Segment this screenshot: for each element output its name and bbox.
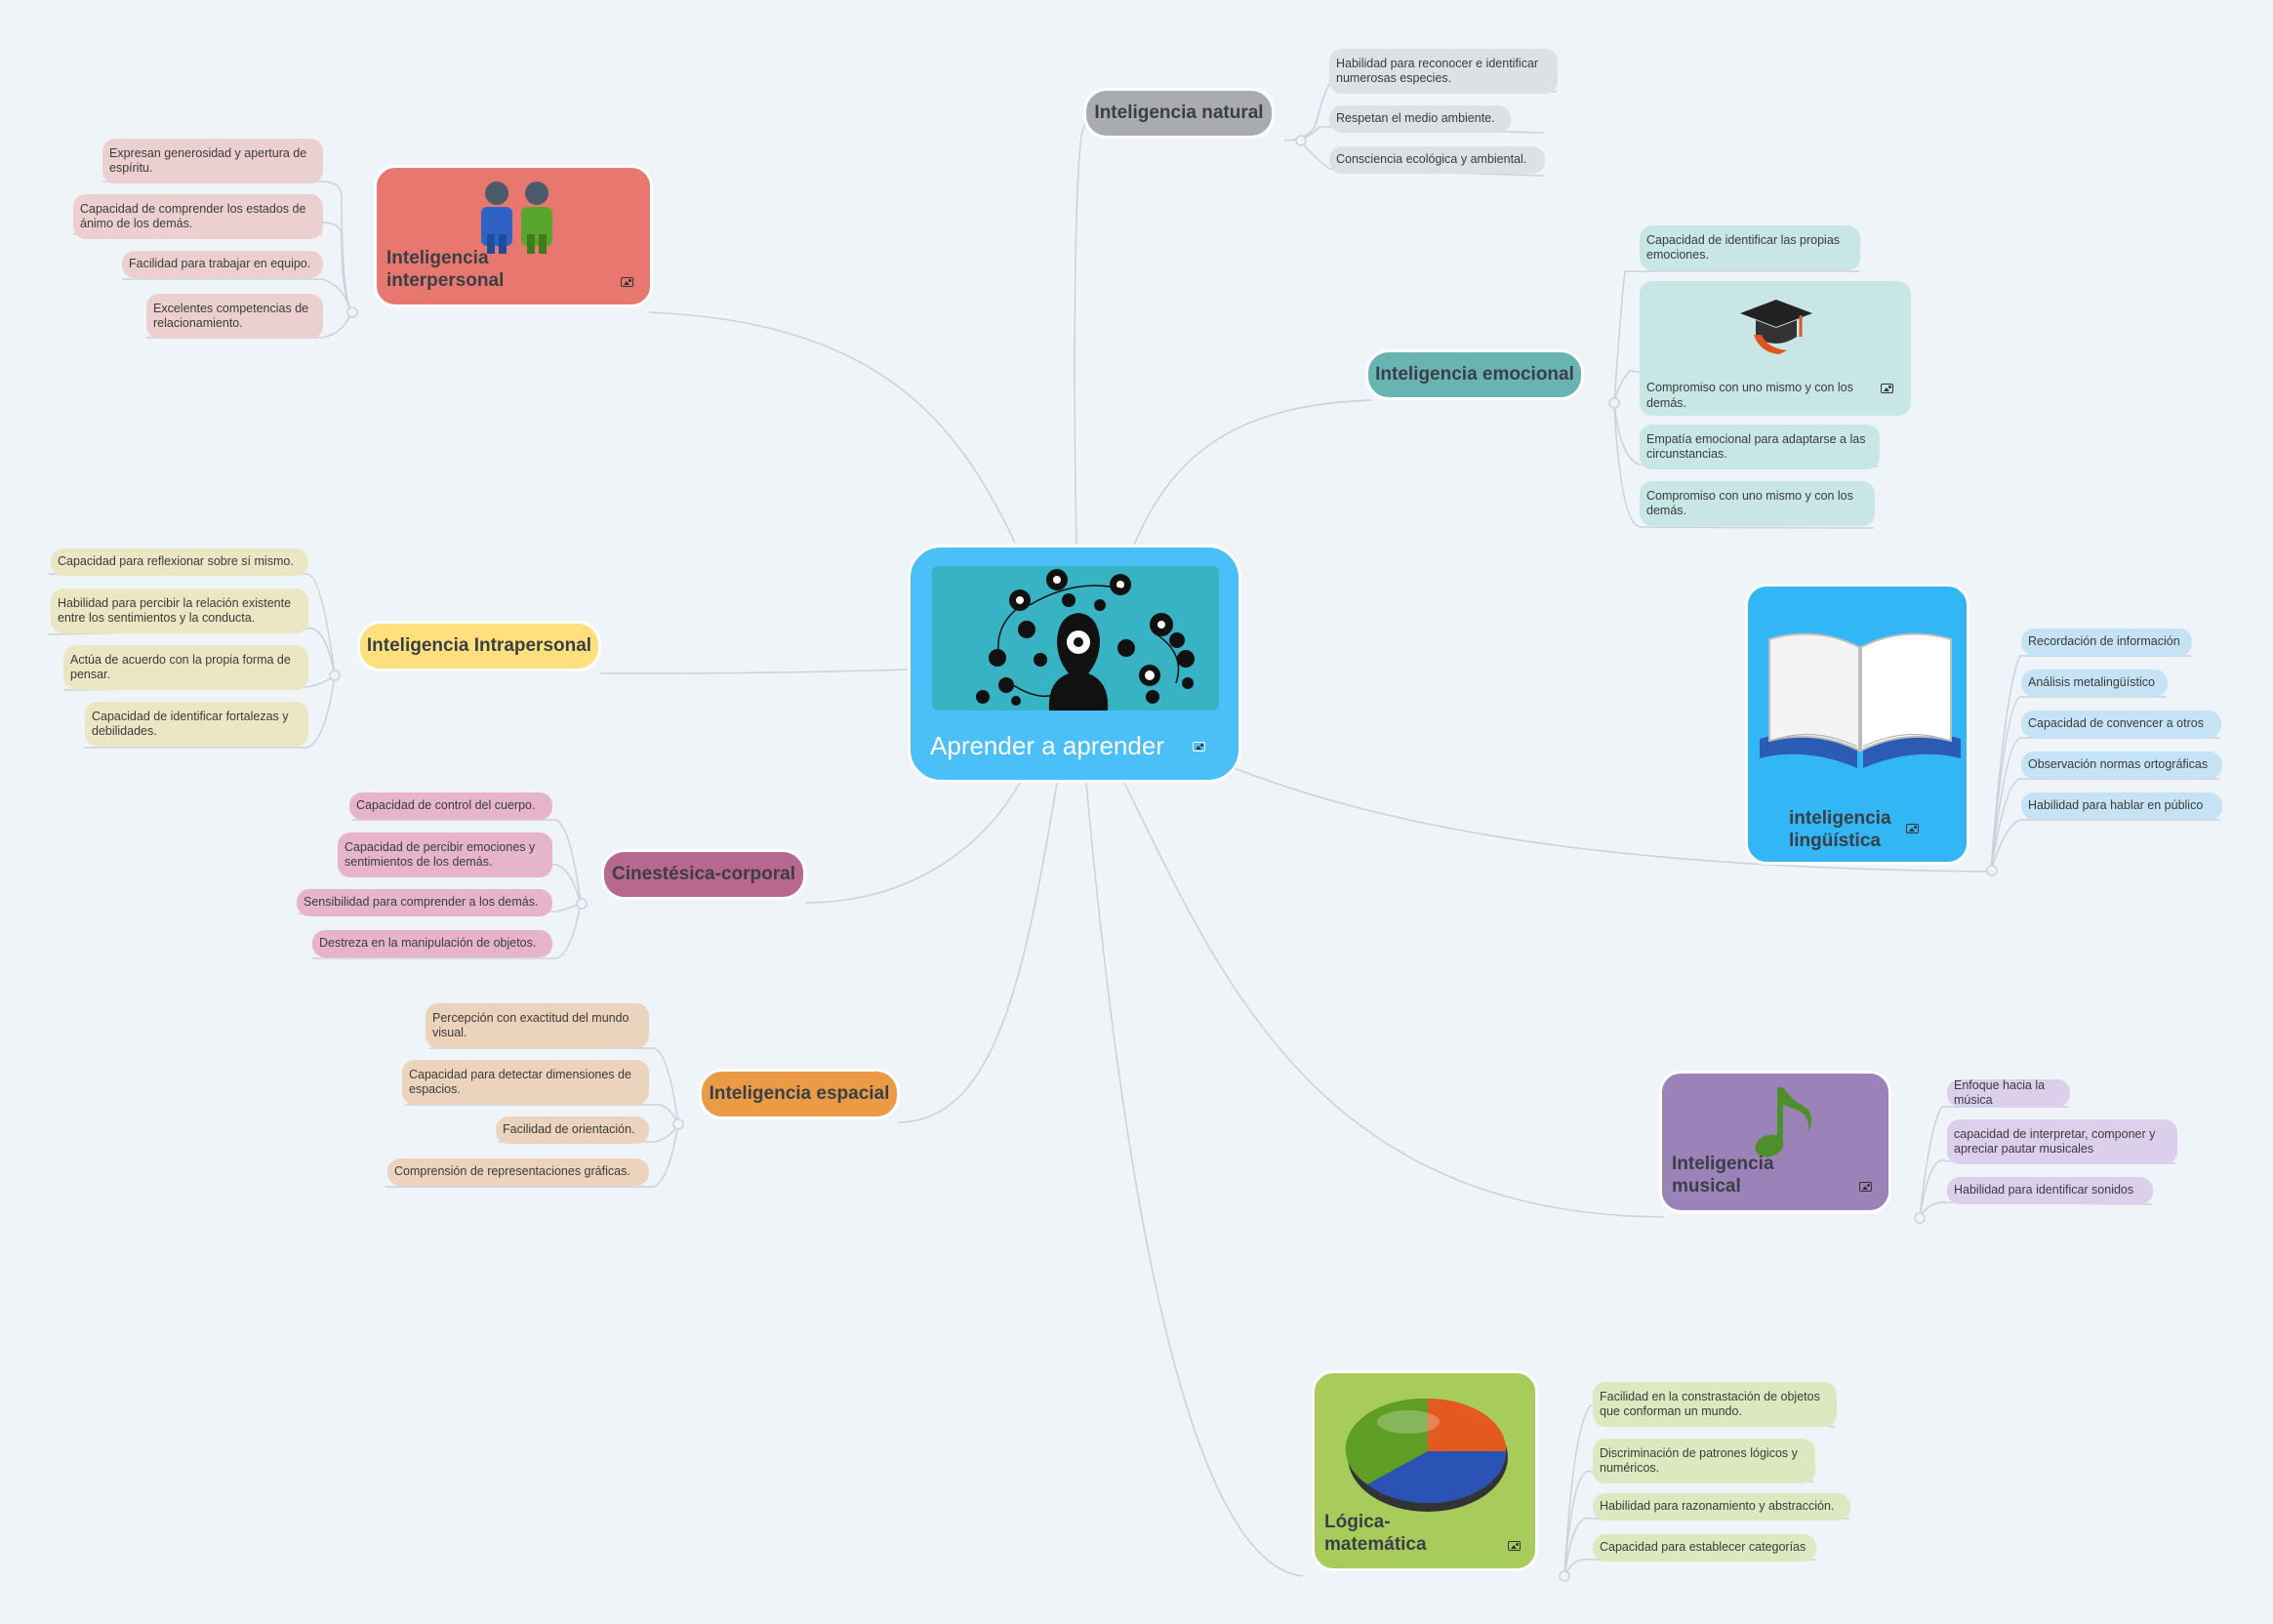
topic-intrapersonal-title: Inteligencia Intrapersonal	[366, 635, 592, 656]
leaf-cinestesica-4[interactable]: Destreza en la manipulación de objetos.	[312, 930, 552, 957]
book-icon	[1748, 622, 1967, 778]
leaf-espacial-2[interactable]: Capacidad para detectar dimensiones de e…	[402, 1060, 649, 1105]
leaf-interpersonal-2[interactable]: Capacidad de comprender los estados de á…	[73, 194, 323, 239]
topic-cinestesica[interactable]: Cinestésica-corporal	[601, 849, 806, 900]
leaf-emocional-2-text: Compromiso con uno mismo y con los demás…	[1646, 381, 1853, 410]
leaf-emocional-3[interactable]: Empatía emocional para adaptarse a las c…	[1640, 425, 1880, 469]
leaf-intrapersonal-1[interactable]: Capacidad para reflexionar sobre sí mism…	[51, 548, 308, 576]
leaf-natural-2[interactable]: Respetan el medio ambiente.	[1329, 105, 1511, 133]
topic-natural[interactable]: Inteligencia natural	[1083, 88, 1275, 139]
leaf-espacial-1[interactable]: Percepción con exactitud del mundo visua…	[426, 1003, 649, 1048]
link-emocional	[1133, 399, 1372, 546]
leaf-logica-4[interactable]: Capacidad para establecer categorías	[1593, 1534, 1816, 1562]
topic-espacial-title: Inteligencia espacial	[709, 1083, 890, 1104]
leaf-intrapersonal-2[interactable]: Habilidad para percibir la relación exis…	[51, 589, 308, 633]
leaf-espacial-3[interactable]: Facilidad de orientación.	[496, 1116, 649, 1144]
topic-cinestesica-title: Cinestésica-corporal	[612, 864, 795, 884]
leaf-musical-1[interactable]: Enfoque hacia la música	[1947, 1078, 2070, 1107]
link-musical	[1123, 782, 1665, 1218]
leaf-espacial-4[interactable]: Comprensión de representaciones gráficas…	[387, 1158, 649, 1186]
leaf-interpersonal-3[interactable]: Facilidad para trabajar en equipo.	[122, 251, 323, 278]
topic-linguistica[interactable]: inteligencia lingüística	[1745, 584, 1969, 865]
leaf-emocional-2[interactable]: Compromiso con uno mismo y con los demás…	[1640, 281, 1911, 416]
topic-linguistica-title: inteligencia lingüística	[1789, 808, 1891, 851]
image-badge-icon	[1508, 1541, 1521, 1551]
pie-chart-icon	[1315, 1387, 1535, 1514]
link-espacial	[897, 782, 1058, 1123]
leaf-interpersonal-4[interactable]: Excelentes competencias de relacionamien…	[146, 294, 323, 339]
head-gears-icon	[932, 566, 1219, 710]
leaf-musical-2[interactable]: capacidad de interpretar, componer y apr…	[1947, 1119, 2177, 1164]
topic-espacial[interactable]: Inteligencia espacial	[699, 1069, 900, 1119]
topic-musical[interactable]: Inteligencia musical	[1659, 1071, 1891, 1213]
image-badge-icon	[1906, 824, 1919, 833]
image-badge-icon	[1881, 384, 1893, 393]
topic-interpersonal[interactable]: Inteligencia interpersonal	[374, 165, 653, 307]
leaf-cinestesica-2[interactable]: Capacidad de percibir emociones y sentim…	[338, 832, 552, 877]
leaf-emocional-4[interactable]: Compromiso con uno mismo y con los demás…	[1640, 481, 1875, 526]
link-linguistica	[1231, 766, 1992, 873]
link-logica	[1085, 782, 1304, 1577]
image-badge-icon	[1193, 742, 1205, 751]
leaf-linguistica-1[interactable]: Recordación de información	[2021, 629, 2192, 656]
leaf-logica-2[interactable]: Discriminación de patrones lógicos y num…	[1593, 1439, 1815, 1483]
leaf-interpersonal-1[interactable]: Expresan generosidad y apertura de espír…	[102, 139, 323, 183]
central-title: Aprender a aprender	[930, 731, 1164, 760]
topic-emocional[interactable]: Inteligencia emocional	[1365, 349, 1584, 400]
topic-musical-title: Inteligencia musical	[1672, 1154, 1774, 1197]
people-icon	[377, 180, 650, 254]
leaf-linguistica-3[interactable]: Capacidad de convencer a otros	[2021, 710, 2221, 738]
leaf-intrapersonal-4[interactable]: Capacidad de identificar fortalezas y de…	[85, 702, 308, 747]
leaf-natural-1[interactable]: Habilidad para reconocer e identificar n…	[1329, 49, 1558, 94]
topic-interpersonal-title: Inteligencia interpersonal	[386, 248, 505, 291]
leaf-emocional-1[interactable]: Capacidad de identificar las propias emo…	[1640, 225, 1860, 270]
leaf-logica-1[interactable]: Facilidad en la constrastación de objeto…	[1593, 1382, 1837, 1427]
image-badge-icon	[1859, 1182, 1872, 1192]
leaf-musical-3[interactable]: Habilidad para identificar sonidos	[1947, 1177, 2153, 1204]
music-note-icon	[1662, 1083, 1888, 1161]
topic-logica-title: Lógica-matemática	[1324, 1512, 1427, 1555]
leaf-intrapersonal-3[interactable]: Actúa de acuerdo con la propia forma de …	[63, 645, 308, 690]
graduation-cap-icon	[1740, 300, 1812, 354]
link-interpersonal	[648, 311, 1016, 544]
topic-natural-title: Inteligencia natural	[1094, 102, 1264, 123]
link-cinestesica	[804, 782, 1021, 904]
leaf-natural-3[interactable]: Consciencia ecológica y ambiental.	[1329, 146, 1545, 174]
leaf-cinestesica-1[interactable]: Capacidad de control del cuerpo.	[349, 792, 552, 820]
topic-logica[interactable]: Lógica-matemática	[1312, 1370, 1538, 1571]
topic-emocional-title: Inteligencia emocional	[1375, 364, 1574, 385]
link-natural	[1074, 110, 1109, 548]
image-badge-icon	[621, 277, 633, 287]
link-intrapersonal	[599, 669, 909, 674]
leaf-linguistica-5[interactable]: Habilidad para hablar en público	[2021, 792, 2222, 820]
central-topic[interactable]: Aprender a aprender	[908, 545, 1241, 783]
leaf-logica-3[interactable]: Habilidad para razonamiento y abstracció…	[1593, 1493, 1850, 1521]
leaf-linguistica-4[interactable]: Observación normas ortográficas	[2021, 751, 2222, 779]
leaf-linguistica-2[interactable]: Análisis metalingüístico	[2021, 670, 2168, 697]
topic-intrapersonal[interactable]: Inteligencia Intrapersonal	[357, 621, 601, 671]
leaf-cinestesica-3[interactable]: Sensibilidad para comprender a los demás…	[297, 889, 552, 916]
